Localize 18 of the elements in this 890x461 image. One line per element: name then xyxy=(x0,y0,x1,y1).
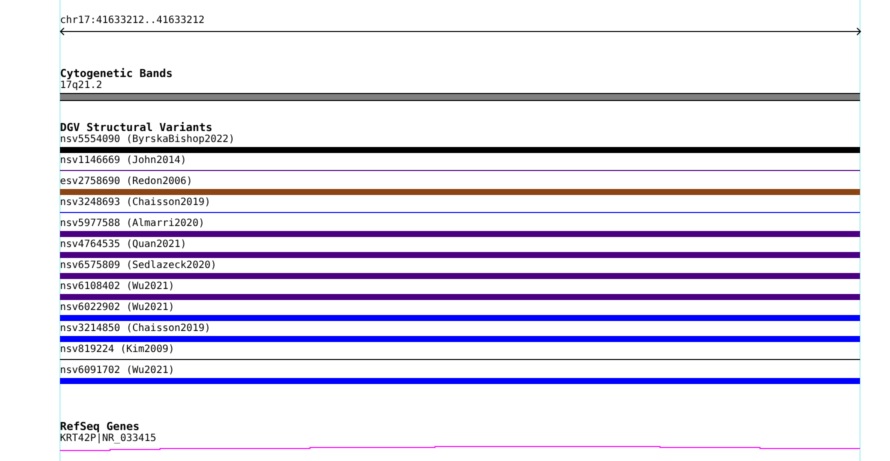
feature-label: nsv819224 (Kim2009) xyxy=(60,344,174,355)
feature-label: esv2758690 (Redon2006) xyxy=(60,176,192,187)
feature-label: nsv5554090 (ByrskaBishop2022) xyxy=(60,134,235,145)
feature-label: nsv3214850 (Chaisson2019) xyxy=(60,323,211,334)
track-title: DGV Structural Variants xyxy=(60,122,212,133)
feature-label: nsv6022902 (Wu2021) xyxy=(60,302,174,313)
feature-label: nsv4764535 (Quan2021) xyxy=(60,239,186,250)
feature-label: nsv6091702 (Wu2021) xyxy=(60,365,174,376)
feature-label: nsv6108402 (Wu2021) xyxy=(60,281,174,292)
feature-label: nsv1146669 (John2014) xyxy=(60,155,186,166)
feature-label: nsv6575809 (Sedlazeck2020) xyxy=(60,260,217,271)
track-title: RefSeq Genes xyxy=(60,421,140,432)
coordinate-label: chr17:41633212..41633212 xyxy=(60,15,204,26)
feature-label: 17q21.2 xyxy=(60,80,102,91)
feature-label: KRT42P|NR_033415 xyxy=(60,433,156,444)
feature-label: nsv3248693 (Chaisson2019) xyxy=(60,197,211,208)
track-title: Cytogenetic Bands xyxy=(60,68,173,79)
feature-label: nsv5977588 (Almarri2020) xyxy=(60,218,204,229)
